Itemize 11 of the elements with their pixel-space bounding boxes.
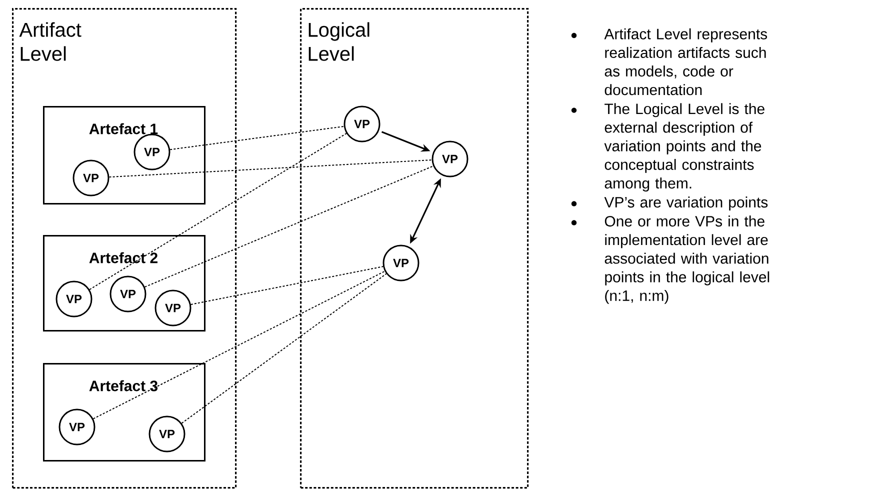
bullet-text: The Logical Level is the external description of variation points and the conceptual constraints among them. xyxy=(604,103,764,192)
bullet-text: Artifact Level represents realization artifacts such as models, code or documentation xyxy=(604,28,768,96)
connector-line xyxy=(144,166,434,288)
connector-line xyxy=(89,132,347,290)
connector-line xyxy=(108,159,432,178)
bullet-text: VP’s are variation points xyxy=(604,196,768,211)
connector-line xyxy=(181,273,387,424)
connector-line xyxy=(190,266,384,305)
connector-line xyxy=(92,270,386,420)
connector-line xyxy=(170,126,344,150)
bullet-text: One or more VPs in the implementation level are associated with variation points in the logical level (n:1, n:m) xyxy=(604,216,770,304)
